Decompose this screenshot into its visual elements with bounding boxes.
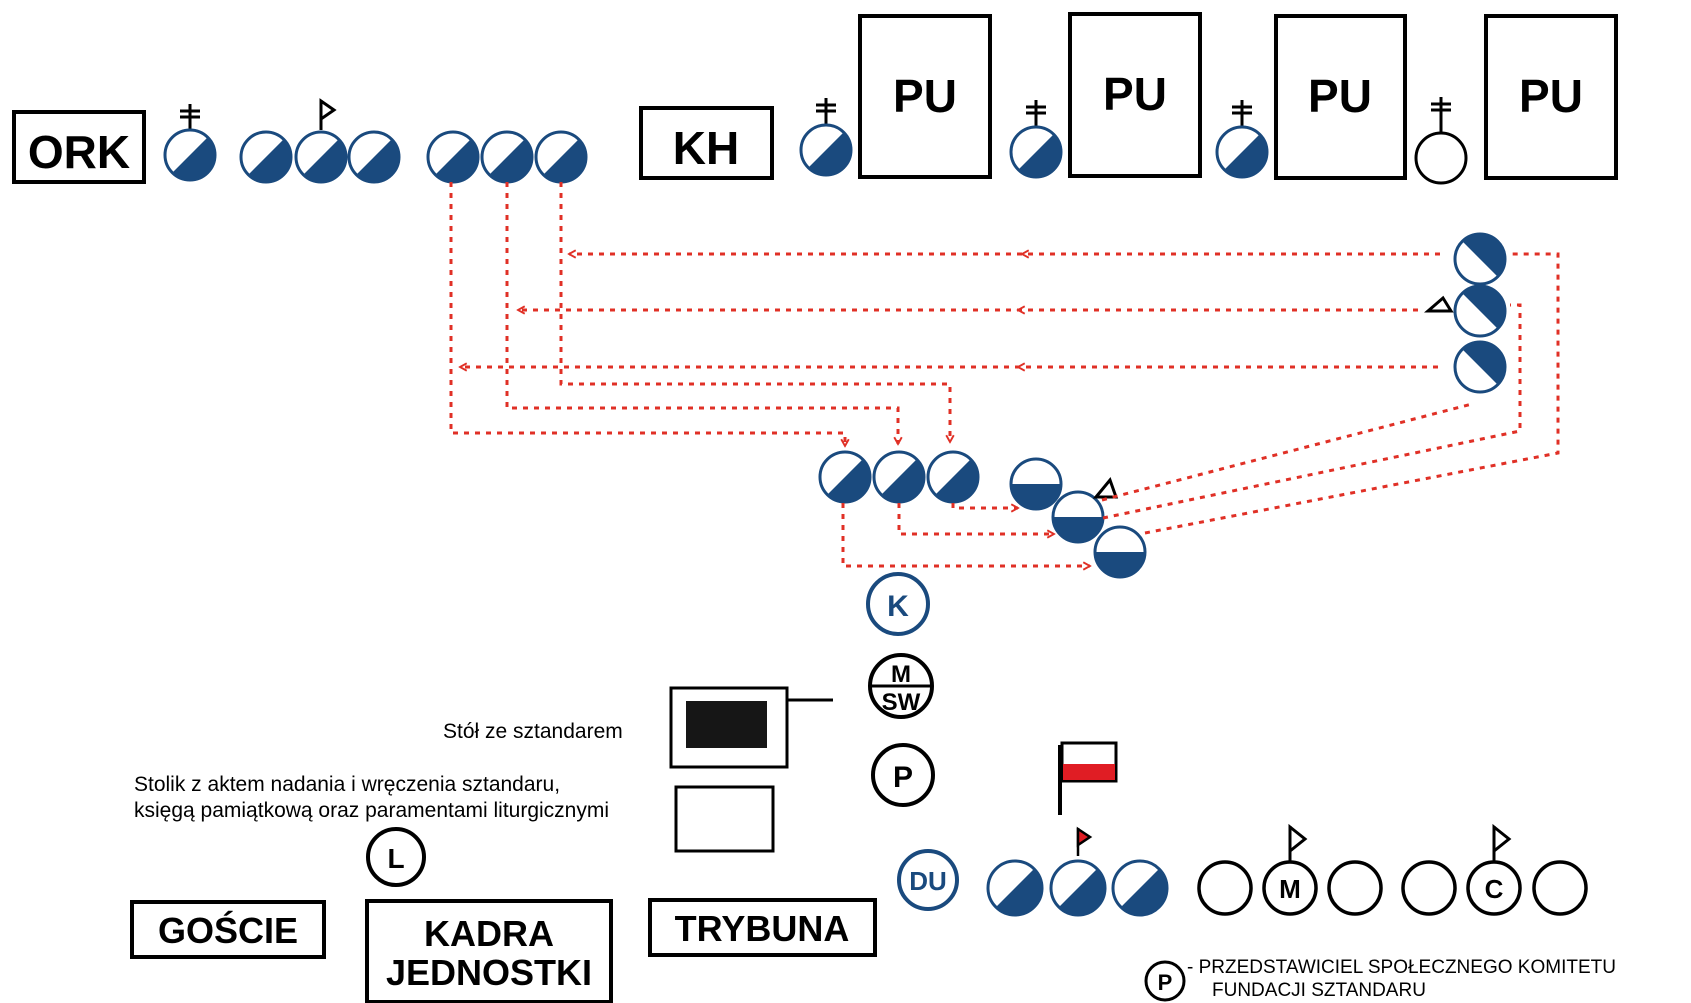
svg-text:DU: DU (909, 866, 947, 896)
kh-label: KH (673, 122, 739, 174)
unit-staff-label-line1: KADRA (424, 913, 554, 954)
svg-text:M: M (891, 661, 911, 688)
svg-text:C: C (1485, 874, 1504, 904)
soldier-disc (818, 450, 872, 504)
soldier-disc (1111, 859, 1169, 917)
banner-table (669, 686, 833, 769)
unit-staff-label-line2: JEDNOSTKI (386, 952, 592, 993)
documents-table (674, 785, 775, 853)
marker-msw: M SW (868, 653, 934, 719)
movement-arrows (449, 182, 1560, 566)
cross-icon (816, 98, 836, 124)
soldier-disc (1051, 490, 1105, 544)
pu-label: PU (1308, 70, 1372, 122)
legend-symbol: P (1158, 970, 1173, 995)
svg-text:P: P (893, 761, 913, 794)
svg-text:L: L (387, 843, 404, 874)
unit-staff-box: KADRA JEDNOSTKI (365, 899, 613, 1003)
soldier-disc (986, 859, 1044, 917)
arrow-icon (897, 503, 1054, 534)
pennant-icon (1423, 295, 1454, 313)
empty-disc (1401, 860, 1457, 916)
documents-table-caption-line2: księgą pamiątkową oraz paramentami litur… (134, 799, 609, 822)
guests-box: GOŚCIE (130, 900, 326, 959)
cross-icon (1431, 97, 1451, 133)
arrow-icon (505, 182, 898, 444)
marker-du: DU (897, 849, 959, 911)
marker-l: L (366, 827, 426, 887)
guests-label: GOŚCIE (158, 909, 298, 951)
empty-disc (1414, 131, 1468, 185)
soldier-disc (872, 450, 926, 504)
soldier-disc (294, 130, 348, 184)
soldier-disc (1093, 525, 1147, 579)
soldier-disc (347, 130, 401, 184)
soldier-disc (1009, 125, 1063, 179)
ork-box: ORK (12, 110, 146, 184)
svg-text:SW: SW (882, 689, 921, 716)
marker-k: K (866, 572, 930, 636)
empty-disc (1532, 860, 1588, 916)
soldier-disc (426, 130, 480, 184)
banner-table-caption: Stół ze sztandarem (443, 720, 623, 743)
empty-disc (1197, 860, 1253, 916)
flag-icon (1058, 741, 1118, 815)
pu-box-2: PU (1068, 12, 1202, 178)
documents-table-caption-line1: Stolik z aktem nadania i wręczenia sztan… (134, 773, 560, 796)
soldier-disc (163, 128, 217, 182)
pu-box-3: PU (1274, 14, 1407, 180)
soldier-disc (1049, 859, 1107, 917)
marker-m: M (1262, 860, 1318, 916)
soldier-disc (926, 450, 980, 504)
empty-disc (1327, 860, 1383, 916)
soldier-disc (1215, 125, 1269, 179)
pennant-icon (1092, 476, 1119, 499)
pu-box-1: PU (858, 14, 992, 179)
marker-c: C (1466, 860, 1522, 916)
pennant-icon (319, 98, 337, 130)
pu-box-4: PU (1484, 14, 1618, 180)
legend-line1: - PRZEDSTAWICIEL SPOŁECZNEGO KOMITETU (1187, 957, 1616, 978)
soldier-disc (480, 130, 534, 184)
legend-line2: FUNDACJI SZTANDARU (1212, 980, 1426, 1001)
tribune-box: TRYBUNA (648, 898, 877, 957)
arrow-icon (449, 182, 845, 446)
tribune-label: TRYBUNA (675, 908, 850, 949)
arrow-icon (951, 503, 1018, 508)
soldier-disc (534, 130, 588, 184)
pu-label: PU (1519, 70, 1583, 122)
soldier-disc (239, 130, 293, 184)
soldier-disc (1453, 340, 1507, 394)
svg-text:K: K (887, 590, 909, 623)
soldier-disc (799, 123, 853, 177)
cross-icon (180, 104, 200, 130)
soldier-disc (1453, 232, 1507, 286)
kh-box: KH (639, 106, 774, 180)
pennant-icon (1492, 823, 1512, 862)
pennant-icon (1288, 823, 1308, 862)
cross-icon (1232, 100, 1252, 126)
marker-p: P (871, 743, 935, 807)
cross-icon (1026, 100, 1046, 126)
svg-text:M: M (1279, 874, 1301, 904)
legend: P - PRZEDSTAWICIEL SPOŁECZNEGO KOMITETU … (1144, 957, 1616, 1002)
ork-label: ORK (28, 126, 130, 178)
arrow-icon (559, 182, 950, 442)
pu-label: PU (893, 70, 957, 122)
pu-label: PU (1103, 68, 1167, 120)
pennant-icon (1076, 826, 1093, 856)
soldier-disc (1453, 284, 1507, 338)
soldier-disc (1009, 457, 1063, 511)
